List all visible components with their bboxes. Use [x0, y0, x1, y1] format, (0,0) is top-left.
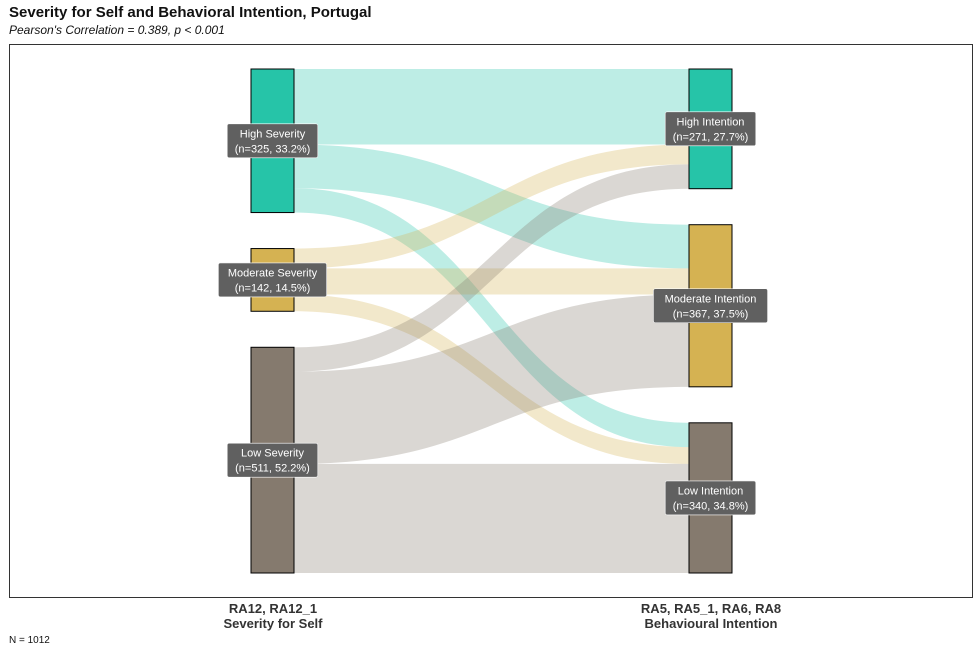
left-node-moderate-name: Moderate Severity: [228, 267, 318, 279]
flow-high-to-low: [294, 188, 689, 448]
flow-layer: [294, 69, 689, 573]
left-node-low-name: Low Severity: [241, 448, 304, 460]
left-node-moderate-label-box: [218, 262, 327, 298]
left-node-high-label-box: [226, 123, 319, 159]
right-node-moderate-count: (n=367, 37.5%): [673, 308, 749, 320]
left-node-high-count: (n=325, 33.2%): [235, 143, 311, 155]
right-node-high-name: High Intention: [677, 116, 745, 128]
flow-low-to-low: [294, 463, 689, 573]
left-axis-code: RA12, RA12_1: [228, 601, 318, 616]
flow-low-to-high: [294, 164, 689, 372]
right-node-high-count: (n=271, 27.7%): [673, 131, 749, 143]
right-node-moderate-name: Moderate Intention: [665, 293, 757, 305]
flow-high-to-moderate: [294, 144, 689, 269]
flow-high-to-high: [294, 69, 689, 145]
right-node-high-label-box: [664, 111, 757, 147]
flow-moderate-to-moderate: [294, 268, 689, 295]
right-node-low-name: Low Intention: [678, 485, 743, 497]
left-node-high-name: High Severity: [240, 128, 306, 140]
label-layer: High Severity (n=325, 33.2%) Moderate Seve…: [218, 111, 768, 516]
left-axis-name: Severity for Self: [223, 616, 323, 631]
right-node-low-label-box: [664, 480, 757, 516]
chart-subtitle: Pearson's Correlation = 0.389, p < 0.001: [9, 23, 225, 37]
flow-moderate-to-high: [294, 144, 689, 269]
left-node-low-label-box: [226, 442, 319, 478]
right-node-moderate-label-box: [653, 288, 768, 324]
chart-title: Severity for Self and Behavioral Intenti…: [9, 4, 372, 21]
left-axis-label: RA12, RA12_1 Severity for Self: [123, 601, 423, 631]
left-node-moderate-count: (n=142, 14.5%): [235, 282, 311, 294]
right-axis-code: RA5, RA5_1, RA6, RA8: [640, 601, 782, 616]
left-node-low-count: (n=511, 52.2%): [235, 463, 310, 475]
flow-low-to-moderate: [294, 294, 689, 464]
sample-size: N = 1012: [9, 635, 50, 646]
flow-moderate-to-low: [294, 294, 689, 464]
right-axis-label: RA5, RA5_1, RA6, RA8 Behavioural Intenti…: [561, 601, 861, 631]
right-node-low-count: (n=340, 34.8%): [673, 500, 749, 512]
plot-frame: [9, 44, 973, 598]
right-axis-name: Behavioural Intention: [644, 616, 778, 631]
